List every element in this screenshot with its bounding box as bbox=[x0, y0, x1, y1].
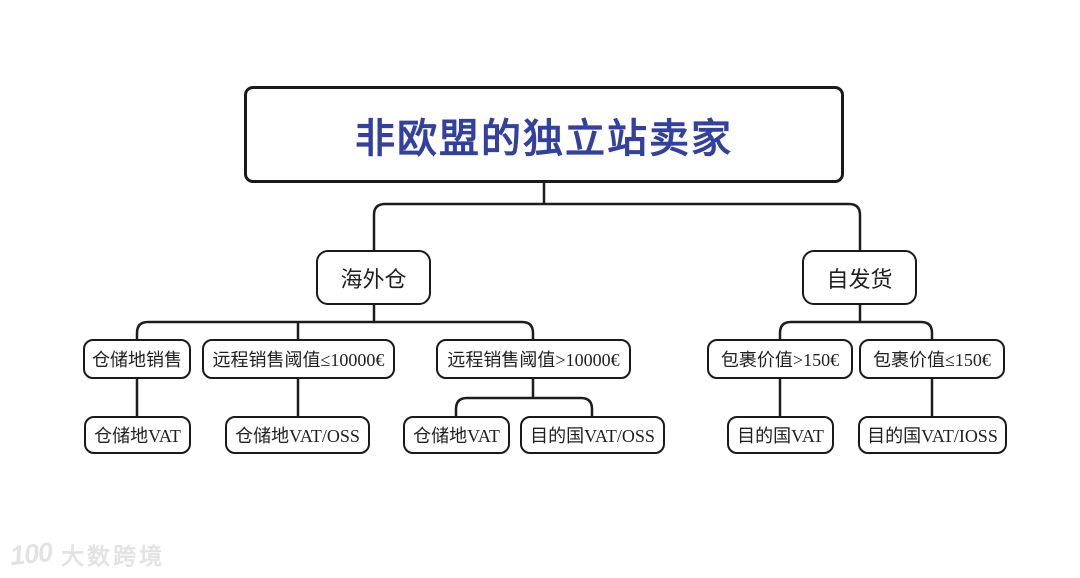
node-destination-vat-oss: 目的国VAT/OSS bbox=[520, 416, 665, 454]
node-self-delivery-label: 自发货 bbox=[826, 266, 893, 292]
edge-selfship-pkgle bbox=[860, 320, 934, 339]
edge-overseas-whsales bbox=[135, 320, 374, 339]
node-destination-vat-label: 目的国VAT bbox=[737, 426, 824, 446]
node-root-label: 非欧盟的独立站卖家 bbox=[355, 116, 733, 161]
node-warehouse-vat-oss-label: 仓储地VAT/OSS bbox=[235, 426, 360, 446]
node-warehouse-sales: 仓储地销售 bbox=[83, 339, 191, 379]
node-self-delivery: 自发货 bbox=[802, 250, 917, 305]
watermark: 100 大数跨境 bbox=[8, 536, 166, 571]
node-destination-vat: 目的国VAT bbox=[727, 416, 834, 454]
node-remote-threshold-le-10000: 远程销售阈值≤10000€ bbox=[202, 339, 395, 379]
node-warehouse-vat-b-label: 仓储地VAT bbox=[413, 426, 500, 446]
node-destination-vat-ioss: 目的国VAT/IOSS bbox=[858, 416, 1007, 454]
node-warehouse-sales-label: 仓储地销售 bbox=[92, 350, 182, 370]
node-destination-vat-oss-label: 目的国VAT/OSS bbox=[530, 426, 655, 446]
node-parcel-value-le-150: 包裹价值≤150€ bbox=[859, 339, 1005, 379]
edge-remotegt-destvatoss bbox=[533, 396, 594, 416]
node-overseas-warehouse: 海外仓 bbox=[316, 250, 431, 305]
node-overseas-warehouse-label: 海外仓 bbox=[340, 266, 407, 292]
edge-root-selfship bbox=[544, 202, 862, 250]
node-root: 非欧盟的独立站卖家 bbox=[244, 86, 844, 183]
node-warehouse-vat-b: 仓储地VAT bbox=[403, 416, 510, 454]
edge-selfship-pkggt bbox=[778, 320, 860, 339]
node-remote-threshold-le-10000-label: 远程销售阈值≤10000€ bbox=[212, 350, 385, 370]
edge-remotegt-whvatb bbox=[454, 396, 533, 416]
node-destination-vat-ioss-label: 目的国VAT/IOSS bbox=[867, 426, 998, 446]
watermark-brand-text: 大数跨境 bbox=[61, 543, 166, 569]
edge-root-overseas bbox=[372, 202, 544, 250]
node-remote-threshold-gt-10000-label: 远程销售阈值>10000€ bbox=[447, 350, 620, 370]
node-parcel-value-le-150-label: 包裹价值≤150€ bbox=[873, 350, 991, 370]
node-warehouse-vat-oss: 仓储地VAT/OSS bbox=[225, 416, 370, 454]
node-parcel-value-gt-150-label: 包裹价值>150€ bbox=[720, 350, 840, 370]
node-remote-threshold-gt-10000: 远程销售阈值>10000€ bbox=[436, 339, 631, 379]
edge-overseas-remotegt bbox=[374, 320, 535, 339]
node-warehouse-vat-a-label: 仓储地VAT bbox=[94, 426, 181, 446]
node-parcel-value-gt-150: 包裹价值>150€ bbox=[707, 339, 853, 379]
watermark-100-logo-icon: 100 bbox=[8, 536, 54, 571]
node-warehouse-vat-a: 仓储地VAT bbox=[84, 416, 191, 454]
